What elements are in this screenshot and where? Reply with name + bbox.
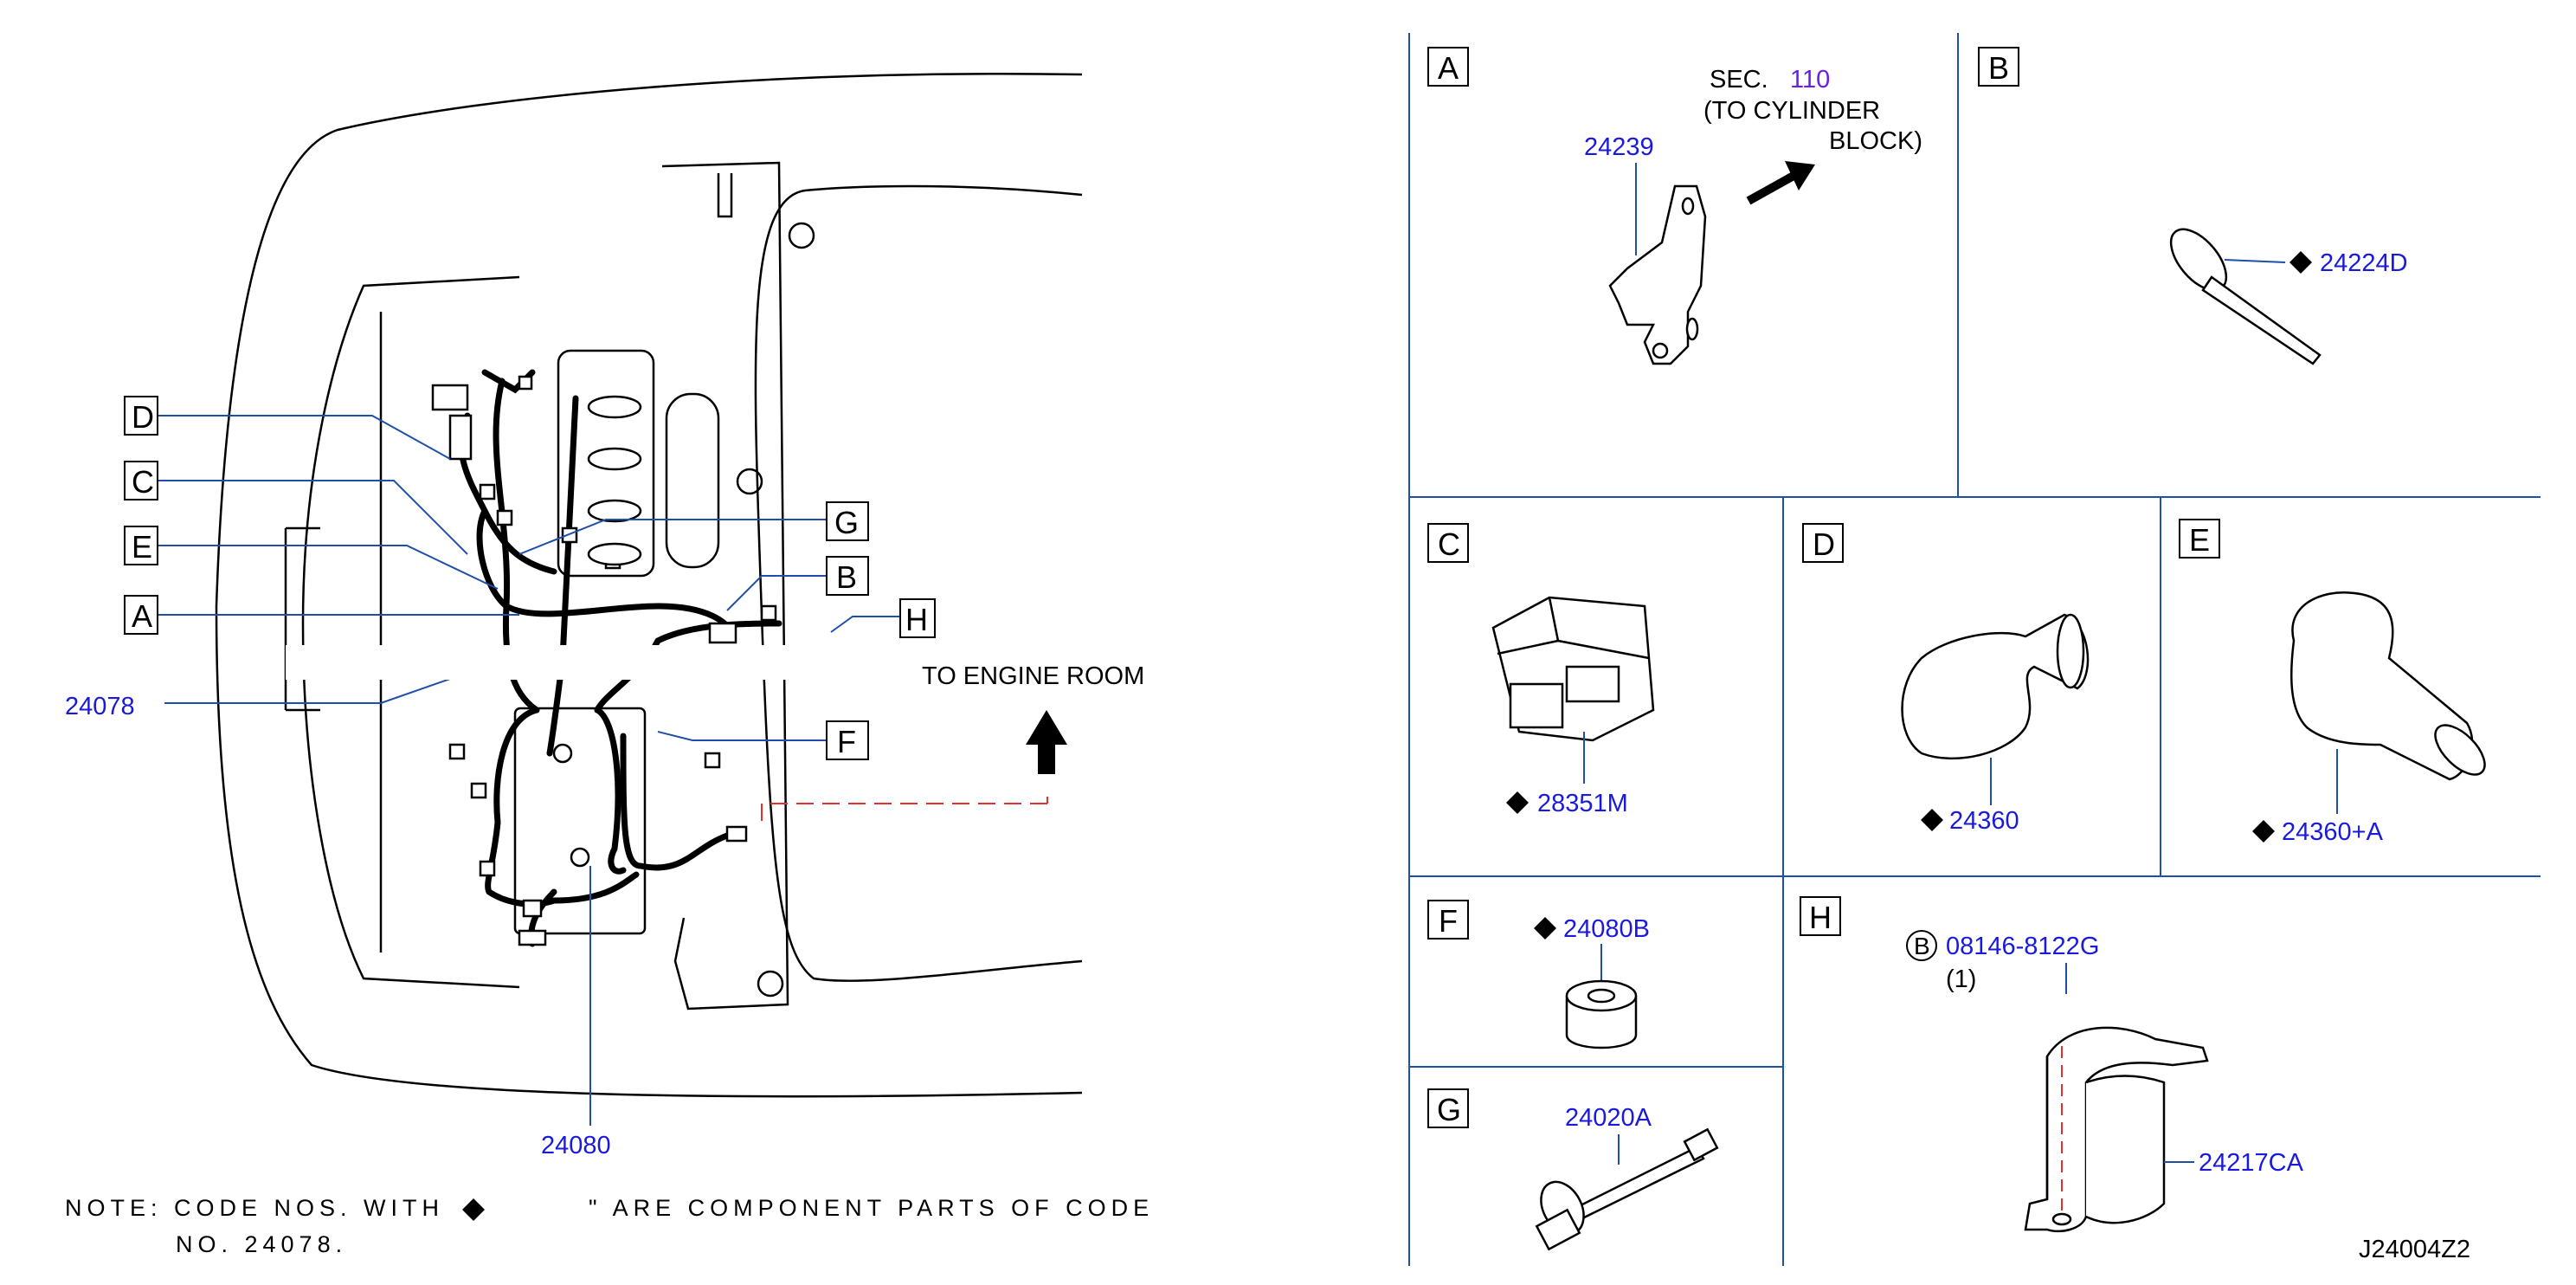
panel-label-G: G <box>1427 1088 1469 1128</box>
bolt-symbol-circle: B <box>1906 930 1937 961</box>
panel-a-sec-number: 110 <box>1790 66 1830 94</box>
diamond-symbol-icon <box>462 1198 485 1221</box>
vehicle-outline <box>215 73 1083 1098</box>
part-number-28351M: 28351M <box>1537 790 1628 817</box>
callout-letter-C: C <box>132 464 154 500</box>
part-number-24080: 24080 <box>541 1132 611 1159</box>
bolt-quantity: (1) <box>1946 965 1976 993</box>
panel-letter-E: E <box>2189 522 2210 558</box>
boot-24360A-drawing <box>2290 591 2486 781</box>
bracket-24239-drawing <box>1608 184 1707 365</box>
bolt-24020A-drawing <box>1535 1127 1719 1251</box>
panel-letter-B: B <box>1988 50 2009 86</box>
main-leaders <box>158 415 900 1126</box>
callout-letter-A: A <box>132 598 152 634</box>
callout-letter-G: G <box>834 505 859 540</box>
callout-letter-B: B <box>836 559 857 595</box>
part-number-08146-8122G: 08146-8122G <box>1946 933 2099 960</box>
panel-label-D: D <box>1802 523 1844 563</box>
panel-letter-F: F <box>1439 903 1458 939</box>
diamond-28351M-icon <box>1506 791 1529 814</box>
callout-letter-D: D <box>132 399 154 435</box>
panel-a-ref-line1: (TO CYLINDER <box>1703 97 1880 125</box>
grommet-24080B-drawing <box>1565 979 1638 1049</box>
panel-label-A: A <box>1427 47 1469 87</box>
panel-a-sec-prefix: SEC. <box>1710 66 1768 94</box>
diamond-24360A-icon <box>2252 820 2275 843</box>
callout-box-D: D <box>124 396 158 436</box>
leader-24224D <box>2224 259 2286 263</box>
panel-letter-G: G <box>1437 1092 1461 1127</box>
panel-letter-C: C <box>1438 526 1460 562</box>
panel-a-arrow-icon <box>1746 161 1815 205</box>
callout-box-C: C <box>124 461 158 500</box>
panel-label-C: C <box>1427 523 1469 563</box>
callout-box-E: E <box>124 526 158 565</box>
panel-label-H: H <box>1800 896 1841 936</box>
callout-letter-F: F <box>837 724 856 759</box>
part-number-24078: 24078 <box>65 693 135 720</box>
note-line1-b: " ARE COMPONENT PARTS OF CODE <box>589 1195 1154 1221</box>
diamond-24080B-icon <box>1534 917 1556 940</box>
callout-box-G: G <box>826 501 869 541</box>
connector-28351M-drawing <box>1491 596 1655 742</box>
part-number-24224D: 24224D <box>2320 249 2408 277</box>
detail-grid-lines <box>1408 33 2541 1266</box>
part-number-24020A: 24020A <box>1565 1104 1652 1132</box>
panel-letter-D: D <box>1813 526 1835 562</box>
callout-box-B: B <box>826 556 869 596</box>
diamond-24224D-icon <box>2289 251 2312 274</box>
boot-24360-drawing <box>1901 613 2090 760</box>
diamond-24360-icon <box>1921 809 1943 831</box>
to-engine-room-label: TO ENGINE ROOM <box>922 662 1144 690</box>
part-number-24080B: 24080B <box>1563 915 1650 943</box>
note-line1-a: NOTE: CODE NOS. WITH <box>65 1195 444 1221</box>
note-line2: NO. 24078. <box>176 1231 347 1257</box>
panel-a-ref-line2: BLOCK) <box>1829 127 1922 155</box>
callout-letter-E: E <box>132 529 152 565</box>
part-number-24360: 24360 <box>1949 807 2019 835</box>
panel-letter-H: H <box>1809 900 1832 935</box>
scan-band <box>286 645 1151 680</box>
callout-box-H: H <box>899 598 936 638</box>
bracket-24217CA-drawing <box>2024 1026 2209 1233</box>
panel-label-F: F <box>1427 900 1469 940</box>
panel-label-B: B <box>1978 47 2019 87</box>
callout-box-A: A <box>124 595 158 635</box>
cable-tie-24224D-drawing <box>2169 228 2322 365</box>
panel-label-E: E <box>2179 519 2220 559</box>
diagram-id: J24004Z2 <box>2359 1236 2470 1263</box>
to-engine-room-pointer <box>761 710 1067 827</box>
part-number-24239: 24239 <box>1584 133 1654 161</box>
callout-box-F: F <box>826 720 869 760</box>
bolt-symbol-letter: B <box>1914 933 1930 959</box>
harness-connectors <box>431 375 777 946</box>
part-number-24360A: 24360+A <box>2282 818 2384 846</box>
callout-letter-H: H <box>905 602 928 637</box>
panel-letter-A: A <box>1438 50 1459 86</box>
part-number-24217CA: 24217CA <box>2199 1149 2304 1177</box>
